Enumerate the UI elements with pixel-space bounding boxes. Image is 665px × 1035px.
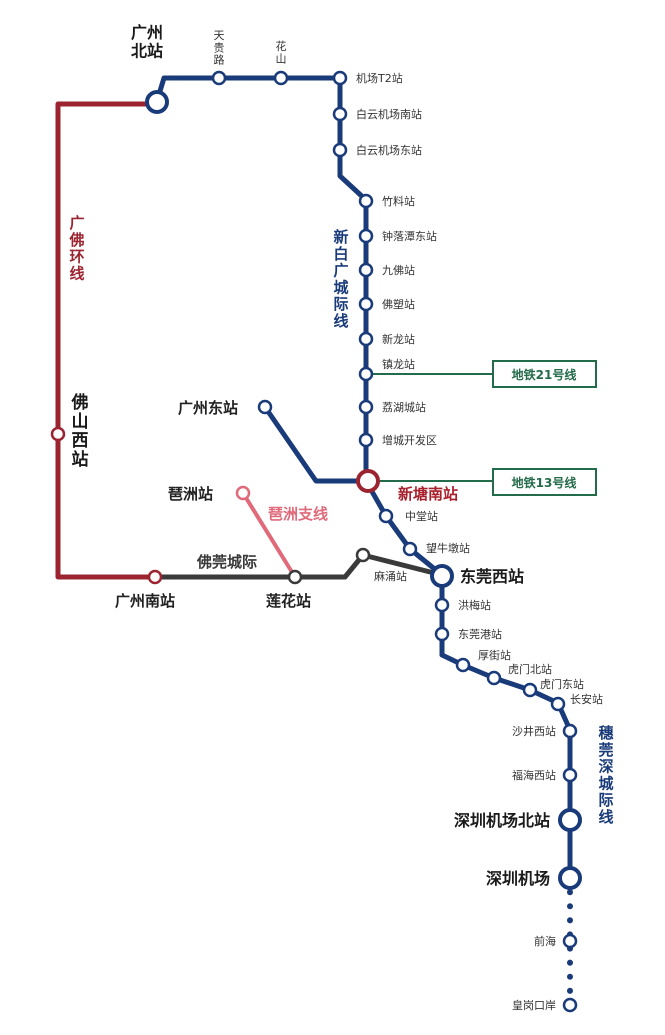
pizhou-branch-label: 琶洲支线 bbox=[268, 505, 328, 523]
station-guangzhou-east[interactable] bbox=[257, 399, 273, 415]
metro21-box bbox=[492, 360, 597, 388]
label-guangzhou-north: 广州北站 bbox=[131, 23, 163, 60]
suiwan-shen-line-label: 穗莞深城际线 bbox=[598, 724, 613, 826]
label-hongmei: 洪梅站 bbox=[458, 598, 491, 612]
label-huanggang-port: 皇岗口岸 bbox=[512, 998, 556, 1012]
station-dongguan-port[interactable] bbox=[434, 626, 450, 642]
label-guangzhou-south: 广州南站 bbox=[115, 592, 175, 610]
station-machong[interactable] bbox=[355, 547, 371, 563]
station-shenzhen-airport-north[interactable] bbox=[558, 808, 582, 832]
svg-text:穗莞深城际线: 穗莞深城际线 bbox=[598, 724, 613, 826]
guangfo-ring-line bbox=[55, 101, 157, 580]
station-humen-north[interactable] bbox=[486, 670, 502, 686]
station-huanggang-port[interactable] bbox=[562, 997, 578, 1013]
label-zhuliao: 竹料站 bbox=[382, 194, 415, 208]
label-machong: 麻涌站 bbox=[374, 569, 407, 583]
label-guangzhou-east: 广州东站 bbox=[178, 399, 238, 417]
label-huashan: 花山 bbox=[276, 40, 287, 65]
label-pizhou: 琶洲站 bbox=[168, 485, 213, 503]
xinbai-line-label: 新白广城际线 bbox=[333, 228, 348, 330]
station-lihu-city[interactable] bbox=[358, 399, 374, 415]
station-zengcheng-dev[interactable] bbox=[358, 432, 374, 448]
label-dongguan-west: 东莞西站 bbox=[460, 567, 524, 586]
label-zhongtang: 中堂站 bbox=[405, 509, 438, 523]
label-fuhai-west: 福海西站 bbox=[512, 768, 556, 782]
label-zhenlong: 镇龙站 bbox=[382, 357, 415, 371]
label-zengcheng-dev: 增城开发区 bbox=[382, 433, 437, 447]
label-changan: 长安站 bbox=[570, 692, 603, 706]
station-pizhou[interactable] bbox=[235, 485, 251, 501]
svg-text:新白广城际线: 新白广城际线 bbox=[333, 228, 348, 330]
label-airport-t2: 机场T2站 bbox=[356, 71, 403, 85]
guangfo-ring-label: 广佛环线 bbox=[68, 214, 84, 282]
station-zhongluotan-east[interactable] bbox=[358, 228, 374, 244]
label-humen-north: 虎门北站 bbox=[508, 662, 552, 676]
station-lianhua[interactable] bbox=[287, 569, 303, 585]
label-xinlong: 新龙站 bbox=[382, 332, 415, 346]
guangzhou-east-branch-line bbox=[262, 405, 366, 484]
pizhou-branch-line bbox=[241, 491, 297, 579]
metro21-label: 地铁21号线 bbox=[512, 367, 577, 382]
station-hongmei[interactable] bbox=[434, 597, 450, 613]
station-xinlong[interactable] bbox=[358, 331, 374, 347]
station-foshan-west[interactable] bbox=[50, 426, 66, 442]
station-fuhai-west[interactable] bbox=[562, 767, 578, 783]
xinbai-line bbox=[154, 75, 369, 481]
label-tianguilu: 天贵路 bbox=[214, 29, 225, 67]
station-guangzhou-south[interactable] bbox=[147, 569, 163, 585]
label-dongguan-port: 东莞港站 bbox=[458, 627, 502, 641]
label-shenzhen-airport: 深圳机场 bbox=[486, 869, 550, 888]
station-xintang-south[interactable] bbox=[356, 469, 380, 493]
station-wangniudun[interactable] bbox=[402, 541, 418, 557]
station-humen-east[interactable] bbox=[522, 682, 538, 698]
label-houjie: 厚街站 bbox=[478, 648, 511, 662]
station-tianguilu[interactable] bbox=[211, 70, 227, 86]
station-huashan[interactable] bbox=[273, 70, 289, 86]
svg-text:广佛环线: 广佛环线 bbox=[68, 214, 84, 282]
station-dongguan-west[interactable] bbox=[430, 564, 454, 588]
label-baiyun-airport-south: 白云机场南站 bbox=[356, 107, 422, 121]
station-guangzhou-north[interactable] bbox=[145, 90, 169, 114]
label-lihu-city: 荔湖城站 bbox=[382, 400, 426, 414]
label-baiyun-airport-east: 白云机场东站 bbox=[356, 143, 422, 157]
label-lianhua: 莲花站 bbox=[266, 592, 311, 610]
station-baiyun-airport-east[interactable] bbox=[332, 142, 348, 158]
label-humen-east: 虎门东站 bbox=[540, 677, 584, 691]
label-fosu: 佛塑站 bbox=[382, 297, 415, 311]
label-foshan-west: 佛山西站 bbox=[71, 392, 89, 470]
svg-text:广州北站: 广州北站 bbox=[131, 23, 163, 60]
label-xintang-south: 新塘南站 bbox=[398, 485, 458, 503]
station-shenzhen-airport[interactable] bbox=[558, 866, 582, 890]
station-qianhai[interactable] bbox=[562, 933, 578, 949]
station-zhenlong[interactable] bbox=[358, 366, 374, 382]
metro13-box bbox=[492, 468, 597, 496]
label-jiufo: 九佛站 bbox=[382, 263, 415, 277]
fowan-line bbox=[155, 552, 443, 580]
label-zhongluotan-east: 钟落潭东站 bbox=[382, 229, 437, 243]
svg-text:佛山西站: 佛山西站 bbox=[71, 392, 89, 470]
station-shajing-west[interactable] bbox=[562, 723, 578, 739]
label-shenzhen-airport-north: 深圳机场北站 bbox=[454, 811, 550, 830]
metro13-label: 地铁13号线 bbox=[512, 475, 577, 490]
fowan-line-label: 佛莞城际 bbox=[196, 553, 257, 571]
svg-text:花山: 花山 bbox=[276, 40, 287, 65]
label-wangniudun: 望牛墩站 bbox=[426, 541, 470, 555]
station-houjie[interactable] bbox=[455, 657, 471, 673]
station-zhuliao[interactable] bbox=[358, 193, 374, 209]
station-fosu[interactable] bbox=[358, 296, 374, 312]
svg-text:天贵路: 天贵路 bbox=[214, 29, 225, 67]
station-airport-t2[interactable] bbox=[332, 70, 348, 86]
station-jiufo[interactable] bbox=[358, 262, 374, 278]
station-baiyun-airport-south[interactable] bbox=[332, 106, 348, 122]
station-changan[interactable] bbox=[550, 696, 566, 712]
label-shajing-west: 沙井西站 bbox=[512, 724, 556, 738]
station-zhongtang[interactable] bbox=[378, 508, 394, 524]
label-qianhai: 前海 bbox=[534, 934, 556, 948]
